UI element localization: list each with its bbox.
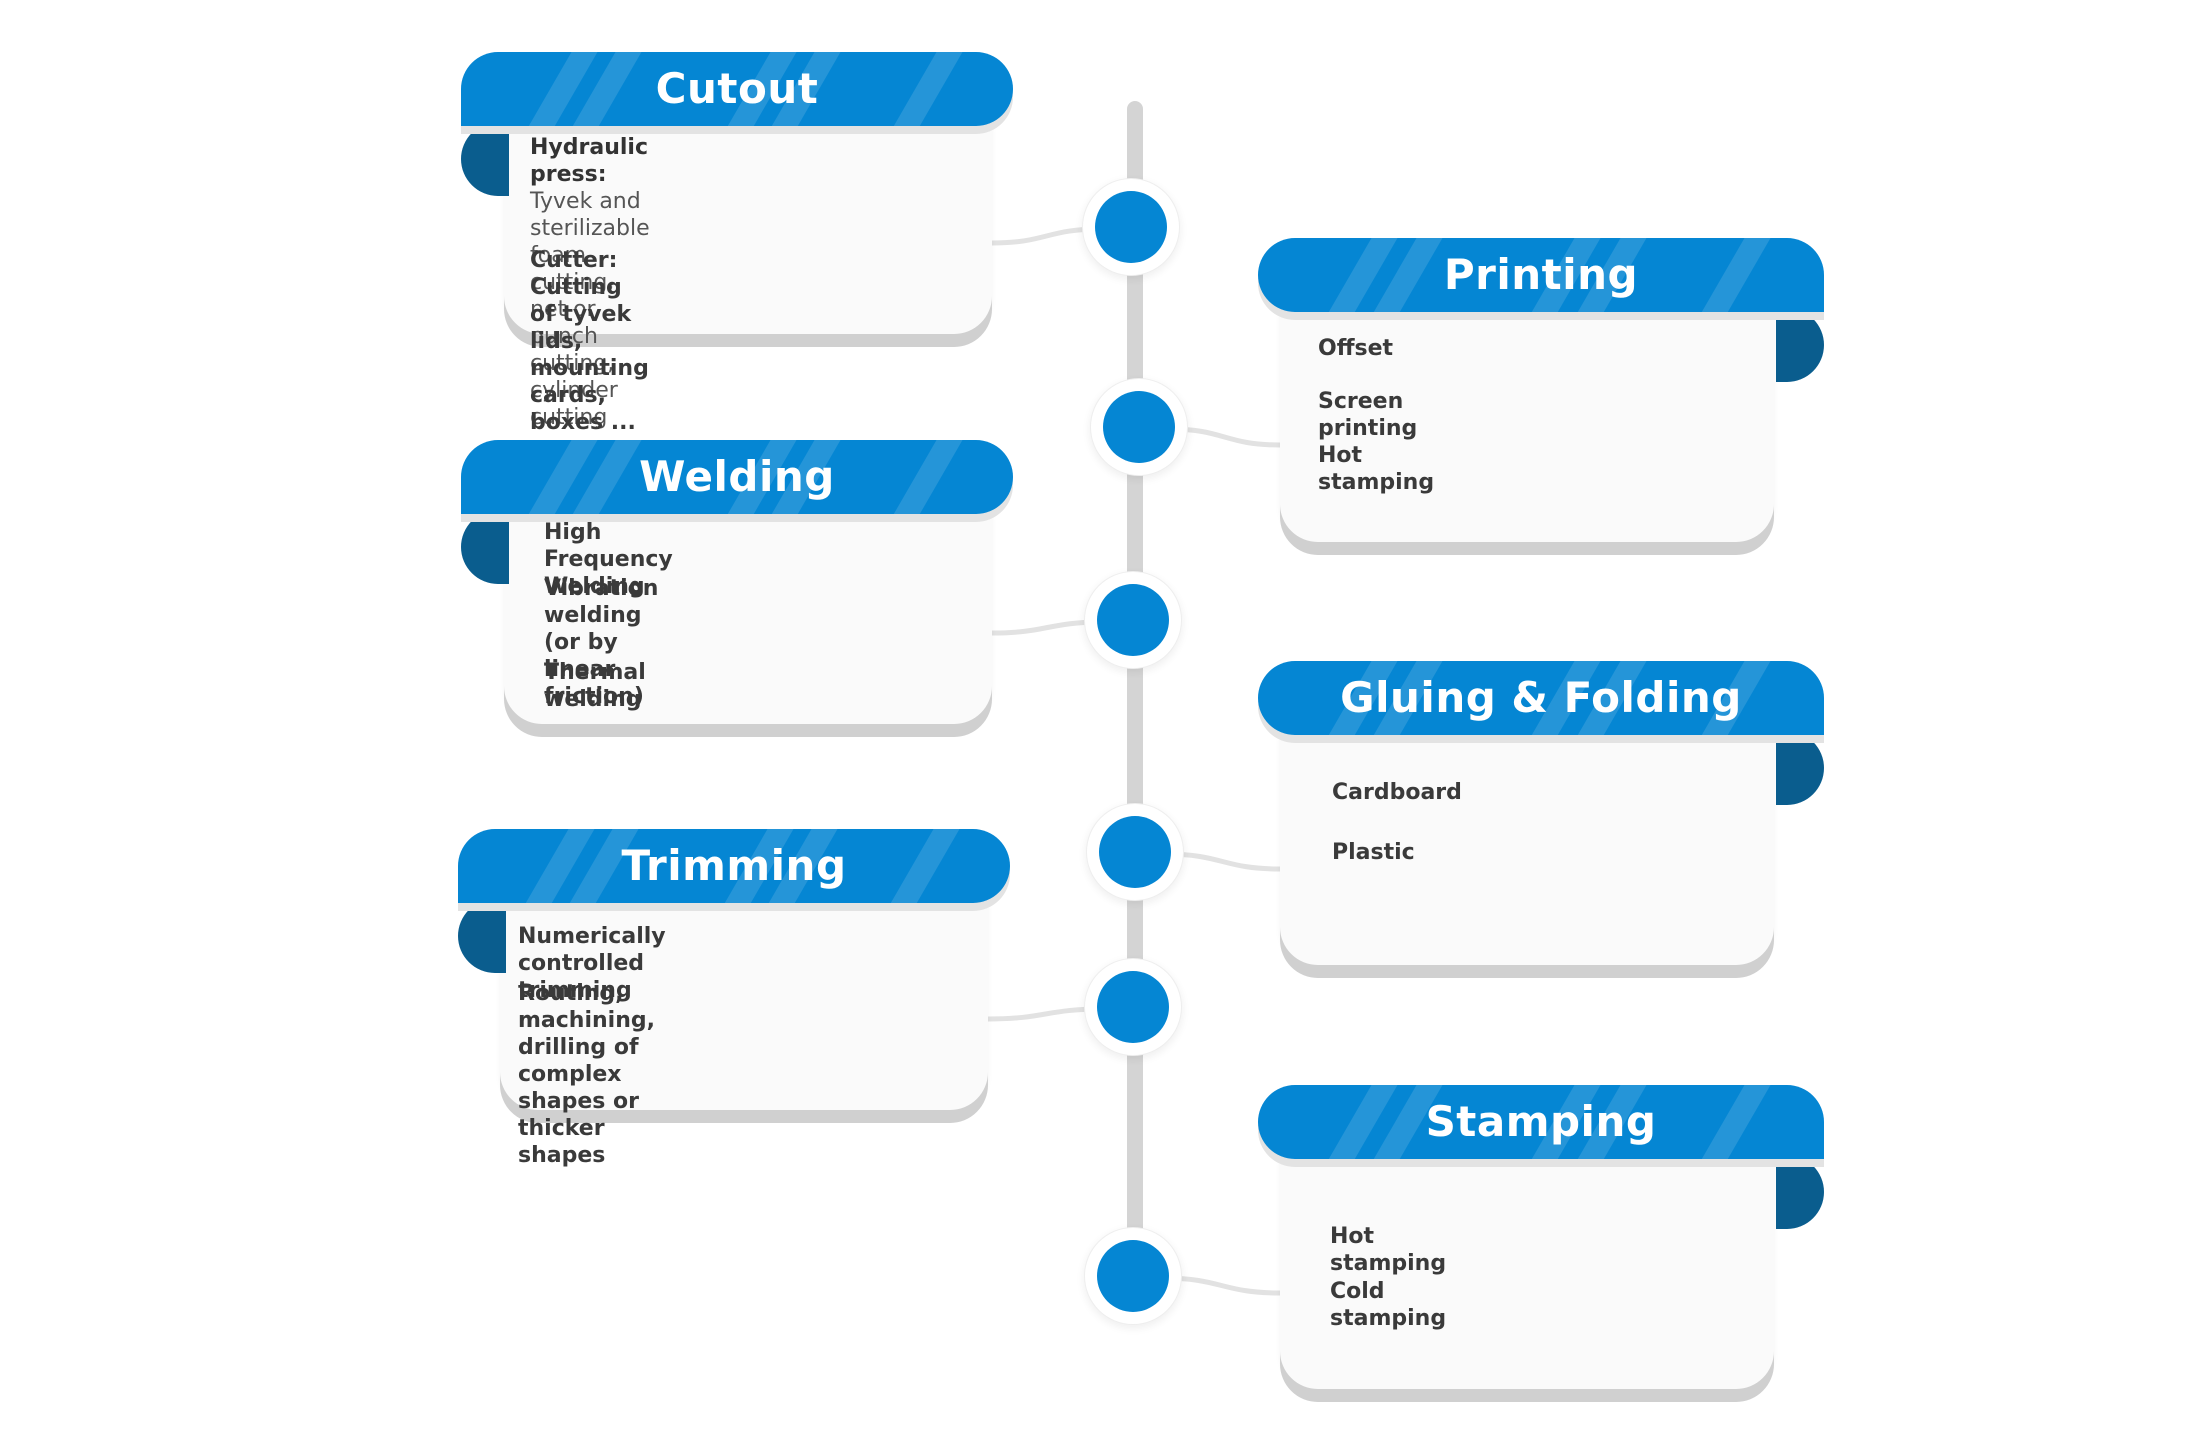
connector-printing: [1168, 426, 1281, 448]
item-text: Cutter: Cutting of tyvek lids, mounting …: [530, 248, 649, 435]
item-text: Offset: [1318, 336, 1394, 361]
connector-cutout: [991, 226, 1102, 246]
item-text: Tyvek and sterilizable foam cutting, net…: [530, 189, 650, 430]
item-text: Hot stamping: [1318, 443, 1435, 495]
card-item: Hydraulic press: Tyvek and sterilizable …: [530, 134, 650, 431]
card-item: Hot stamping: [1330, 1223, 1446, 1277]
card-title: Cutout: [655, 64, 819, 113]
item-text: Vibration welding (or by linear friction…: [544, 576, 659, 709]
card-item: Plastic: [1332, 839, 1415, 866]
card-title: Welding: [639, 452, 835, 501]
item-text: Screen printing: [1318, 389, 1418, 441]
card-header: Stamping: [1258, 1085, 1824, 1159]
card-title: Trimming: [621, 841, 847, 890]
card-title: Stamping: [1425, 1097, 1657, 1146]
timeline-dot-cutout: [1095, 191, 1167, 263]
timeline-dot-welding: [1097, 584, 1169, 656]
card-item: Cold stamping: [1330, 1278, 1446, 1332]
card-body: [500, 903, 988, 1110]
card-body: [504, 126, 992, 334]
connector-stamping: [1162, 1275, 1281, 1296]
item-text: Plastic: [1332, 840, 1415, 865]
card-header: Trimming: [458, 829, 1010, 903]
item-text: Cold stamping: [1330, 1279, 1447, 1331]
card-body: [504, 514, 992, 724]
card-item: Hot stamping: [1318, 442, 1434, 496]
card-header: Gluing & Folding: [1258, 661, 1824, 735]
card-item: High Frequency Welding: [544, 519, 673, 600]
card-body: [1280, 1159, 1774, 1389]
item-text: High Frequency Welding: [544, 520, 673, 599]
card-item: Cardboard: [1332, 779, 1462, 806]
item-text: Numerically controlled trimming: [518, 924, 666, 1003]
card-item: Numerically controlled trimming: [518, 923, 666, 1004]
card-header: Printing: [1258, 238, 1824, 312]
card-title: Printing: [1443, 250, 1639, 299]
card-header: Cutout: [461, 52, 1013, 126]
connector-welding: [991, 619, 1104, 636]
timeline-dot-printing: [1103, 391, 1175, 463]
card-item: Screen printing: [1318, 388, 1417, 442]
card-item: Cutter: Cutting of tyvek lids, mounting …: [530, 247, 649, 436]
timeline-dot-trimming: [1097, 971, 1169, 1043]
card-item: Vibration welding (or by linear friction…: [544, 575, 658, 710]
timeline-line: [1127, 101, 1143, 1241]
item-text: Hot stamping: [1330, 1224, 1447, 1276]
timeline-dot-gluing-folding: [1099, 816, 1171, 888]
connector-gluing-folding: [1164, 851, 1281, 872]
card-item: Offset: [1318, 335, 1393, 362]
card-item: Routing, machining, drilling of complex …: [518, 980, 655, 1169]
timeline-dot-stamping: [1097, 1240, 1169, 1312]
item-lead: Hydraulic press:: [530, 135, 648, 187]
card-title: Gluing & Folding: [1340, 673, 1742, 722]
item-text: Cardboard: [1332, 780, 1462, 805]
item-text: Routing, machining, drilling of complex …: [518, 981, 655, 1168]
connector-trimming: [987, 1006, 1104, 1022]
item-text: Thermal welding: [544, 660, 646, 712]
card-body: [1280, 735, 1774, 965]
card-body: [1280, 312, 1774, 542]
card-item: Thermal welding: [544, 659, 646, 713]
card-header: Welding: [461, 440, 1013, 514]
